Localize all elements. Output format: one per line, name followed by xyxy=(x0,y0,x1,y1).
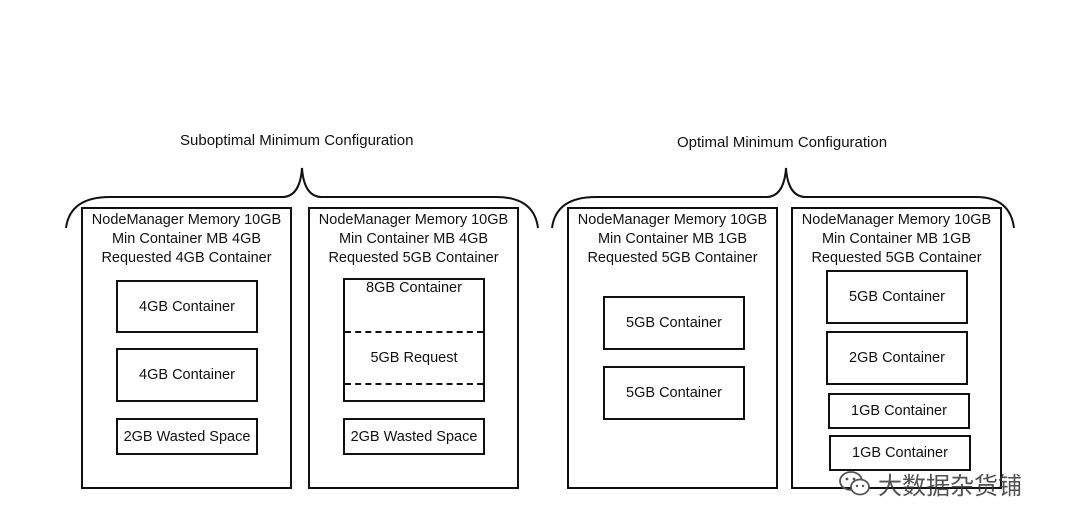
node-memory-label: NodeManager Memory 10GB xyxy=(318,212,509,228)
min-container-label: Min Container MB 4GB xyxy=(111,231,262,247)
wasted-space-box: 2GB Wasted Space xyxy=(343,418,485,455)
min-container-label: Min Container MB 4GB xyxy=(338,231,489,247)
container-box: 1GB Container xyxy=(828,393,970,429)
watermark: 大数据杂货铺 xyxy=(838,466,1022,501)
container-box: 2GB Container xyxy=(826,331,968,385)
node-header: NodeManager Memory 10GB Min Container MB… xyxy=(83,209,290,268)
brace-optimal xyxy=(551,167,1015,229)
big-container-label: 8GB Container xyxy=(366,280,462,296)
container-box: 4GB Container xyxy=(116,280,258,333)
min-container-label: Min Container MB 1GB xyxy=(597,231,748,247)
group-title-optimal: Optimal Minimum Configuration xyxy=(677,134,888,151)
brace-suboptimal xyxy=(65,167,539,229)
node-manager-1: NodeManager Memory 10GB Min Container MB… xyxy=(81,207,292,489)
requested-container-label: Requested 5GB Container xyxy=(811,250,982,266)
container-box: 1GB Container xyxy=(829,435,971,471)
container-box: 4GB Container xyxy=(116,348,258,402)
node-header: NodeManager Memory 10GB Min Container MB… xyxy=(793,209,1000,268)
watermark-text: 大数据杂货铺 xyxy=(878,473,1022,500)
wasted-space-box: 2GB Wasted Space xyxy=(116,418,258,455)
node-memory-label: NodeManager Memory 10GB xyxy=(91,212,282,228)
wechat-icon xyxy=(839,470,870,495)
group-title-suboptimal: Suboptimal Minimum Configuration xyxy=(180,132,414,149)
container-box: 5GB Container xyxy=(603,366,745,420)
request-region: 5GB Request xyxy=(345,331,483,385)
node-manager-4: NodeManager Memory 10GB Min Container MB… xyxy=(791,207,1002,489)
node-memory-label: NodeManager Memory 10GB xyxy=(801,212,992,228)
container-box: 5GB Container xyxy=(826,270,968,324)
container-box: 5GB Container xyxy=(603,296,745,350)
node-manager-2: NodeManager Memory 10GB Min Container MB… xyxy=(308,207,519,489)
min-container-label: Min Container MB 1GB xyxy=(821,231,972,247)
big-container-box: 8GB Container 5GB Request xyxy=(343,278,485,402)
node-manager-3: NodeManager Memory 10GB Min Container MB… xyxy=(567,207,778,489)
node-header: NodeManager Memory 10GB Min Container MB… xyxy=(310,209,517,268)
node-header: NodeManager Memory 10GB Min Container MB… xyxy=(569,209,776,268)
requested-container-label: Requested 5GB Container xyxy=(328,250,499,266)
requested-container-label: Requested 4GB Container xyxy=(101,250,272,266)
requested-container-label: Requested 5GB Container xyxy=(587,250,758,266)
node-memory-label: NodeManager Memory 10GB xyxy=(577,212,768,228)
